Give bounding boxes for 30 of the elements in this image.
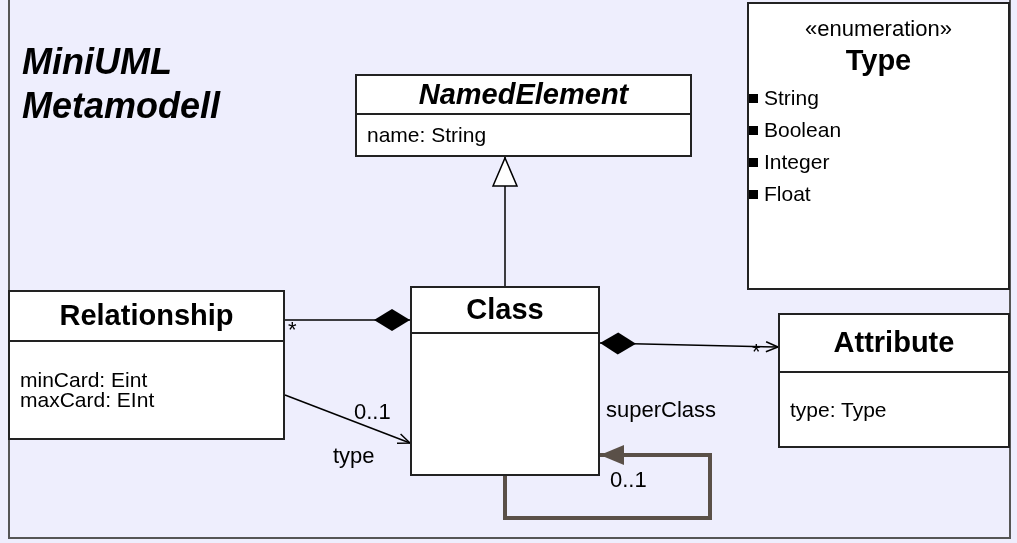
association-line — [599, 332, 779, 355]
class-box — [355, 74, 692, 157]
edge-label: * — [288, 318, 297, 342]
multiplicity-label: 0..1 — [610, 468, 647, 492]
enumeration-literal: Integer — [764, 149, 830, 175]
attribute-text: maxCard: EInt — [20, 390, 156, 410]
multiplicity-label: 0..1 — [354, 400, 391, 424]
association-line — [284, 309, 411, 331]
attribute-text: name: String — [367, 125, 488, 145]
association-line — [284, 394, 411, 445]
class-header: Relationship — [10, 292, 283, 342]
enumeration-box — [747, 2, 1010, 290]
class-box — [778, 313, 1010, 448]
class-header: Attribute — [780, 315, 1008, 373]
attribute-text: minCard: Eint — [20, 370, 149, 390]
edge-label: type — [333, 444, 375, 468]
enumeration-literal: String — [764, 85, 819, 111]
stereotype-label: «enumeration» — [804, 16, 953, 42]
class-box — [8, 290, 285, 440]
self-association-arrow — [503, 444, 712, 520]
class-header: Class — [412, 288, 598, 334]
class-box — [410, 286, 600, 476]
attribute-text: type: Type — [790, 399, 888, 420]
edge-label: superClass — [606, 398, 717, 422]
enumeration-name: Type — [844, 43, 913, 78]
diagram-title: MiniUML Metamodell — [22, 40, 222, 128]
class-header: NamedElement — [357, 76, 690, 115]
enumeration-literal: Boolean — [764, 117, 842, 143]
enumeration-literal: Float — [764, 181, 811, 207]
association-line — [492, 156, 518, 287]
